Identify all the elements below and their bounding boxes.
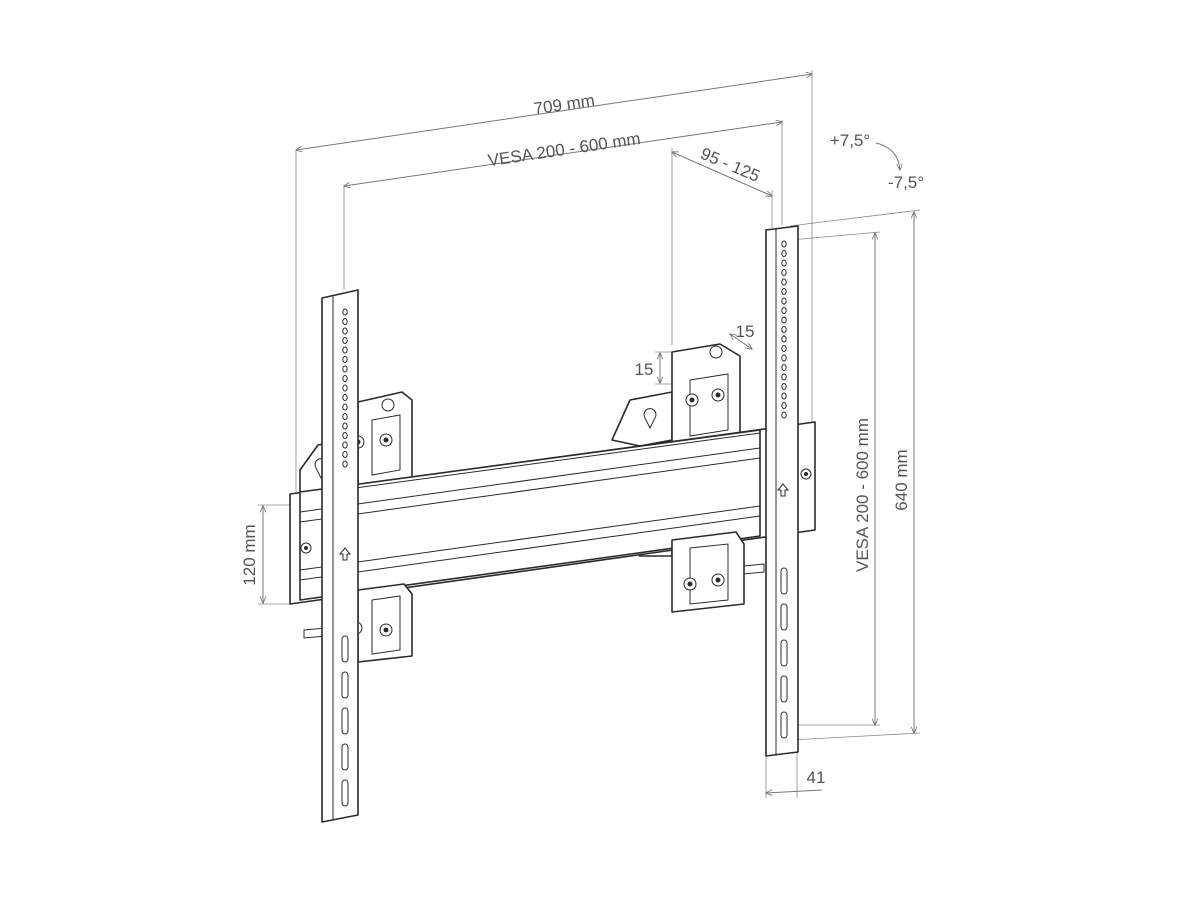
arm-hole xyxy=(342,441,348,449)
rail-height-label: 120 mm xyxy=(240,524,259,585)
arm-hole xyxy=(342,375,348,382)
arm-hole xyxy=(781,250,787,257)
arm-hole xyxy=(342,356,348,363)
arm-hole xyxy=(781,392,787,400)
arm-slot xyxy=(780,639,788,667)
arm-hole xyxy=(342,384,348,392)
arm-slot xyxy=(341,635,349,663)
arm-hole xyxy=(781,383,787,390)
vesa-vertical-label: VESA 200 - 600 mm xyxy=(853,418,872,572)
arm-slot xyxy=(780,603,788,631)
arm-hole xyxy=(781,402,787,409)
arm-hole xyxy=(781,364,787,371)
arm-slot xyxy=(780,675,788,703)
overall-height-label: 640 mm xyxy=(892,449,911,510)
arm-hole xyxy=(781,354,787,362)
arm-hole xyxy=(781,297,787,305)
arm-slot xyxy=(341,707,349,735)
vertical-arm-right xyxy=(765,225,799,757)
arm-hole xyxy=(781,335,787,343)
arm-slot xyxy=(341,743,349,771)
vesa-horizontal-label: VESA 200 - 600 mm xyxy=(487,129,642,170)
arm-hole xyxy=(781,326,787,333)
arm-hole xyxy=(781,307,787,314)
arm-hole xyxy=(781,373,787,381)
arm-hole xyxy=(342,460,348,468)
overall-width-label: 709 mm xyxy=(532,91,596,119)
arm-hole xyxy=(781,269,787,276)
arm-hole xyxy=(342,308,348,316)
arm-slot xyxy=(341,671,349,699)
clamp-height-label: 15 xyxy=(736,322,755,341)
arm-hole xyxy=(342,337,348,344)
arm-hole xyxy=(342,318,348,325)
clamp-depth-label: 15 xyxy=(635,360,654,379)
upper-clamp-right xyxy=(671,343,741,447)
arm-hole xyxy=(342,327,348,335)
arm-hole xyxy=(342,403,348,411)
arm-hole xyxy=(342,394,348,401)
arm-spacing-label: 95 - 125 xyxy=(698,144,763,186)
arm-slot xyxy=(341,779,349,807)
lower-clamp-right xyxy=(671,531,765,613)
tilt-down-label: -7,5° xyxy=(888,173,924,192)
upper-clamp-left xyxy=(351,391,413,487)
arm-slot xyxy=(780,567,788,595)
arm-hole xyxy=(781,259,787,267)
arm-hole xyxy=(781,316,787,324)
arm-width-label: 41 xyxy=(807,768,826,787)
arm-hole xyxy=(342,413,348,420)
arm-hole xyxy=(781,278,787,286)
arm-slot xyxy=(780,711,788,739)
arm-hole xyxy=(342,451,348,458)
arm-hole xyxy=(781,240,787,248)
arm-hole xyxy=(781,345,787,352)
arm-hole xyxy=(781,411,787,419)
vertical-arm-left xyxy=(321,289,359,823)
arm-hole xyxy=(342,346,348,354)
horizontal-rail xyxy=(289,421,816,605)
dimension-lines xyxy=(258,70,921,798)
arm-hole xyxy=(781,288,787,295)
arm-hole xyxy=(342,432,348,439)
arm-hole xyxy=(342,422,348,430)
arm-hole xyxy=(342,365,348,373)
tilt-up-label: +7,5° xyxy=(830,131,870,150)
